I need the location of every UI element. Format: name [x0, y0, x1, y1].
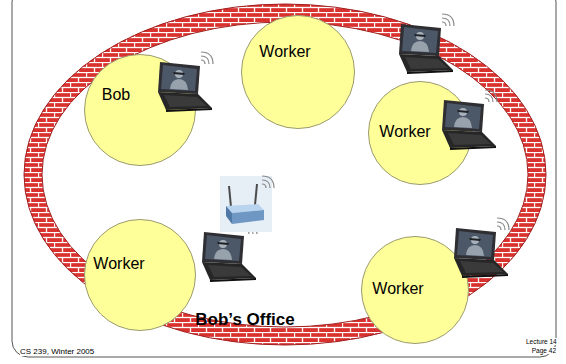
laptop-icon — [454, 218, 509, 278]
slide-number: Page 42 — [526, 347, 556, 354]
wireless-router — [220, 176, 274, 232]
user-circle: Worker — [361, 236, 469, 344]
user-circle: Bob — [84, 54, 196, 166]
user-label: Worker — [372, 280, 423, 298]
user-circle: Worker — [368, 81, 472, 185]
user-label: Worker — [379, 123, 430, 141]
laptop-icon — [442, 90, 497, 150]
user-label: Bob — [102, 86, 130, 104]
slide-number: Lecture 14 — [526, 338, 557, 345]
laptop-icon — [399, 14, 454, 74]
area-label: Bob’s Office — [195, 310, 295, 330]
slide-frame — [12, 0, 556, 357]
course-footer: CS 239, Winter 2005 — [20, 347, 94, 356]
laptop-icon — [202, 222, 257, 282]
user-circle: Worker — [84, 219, 196, 331]
user-label: Worker — [259, 43, 310, 61]
laptop-icon — [158, 52, 213, 112]
user-circle: Worker — [241, 15, 355, 129]
user-label: Worker — [93, 255, 144, 273]
wall-edge — [24, 4, 546, 345]
office-wall: BobWorkerWorkerWorkerWorkerBob’s Office — [22, 2, 548, 347]
router-backdrop — [220, 176, 272, 232]
